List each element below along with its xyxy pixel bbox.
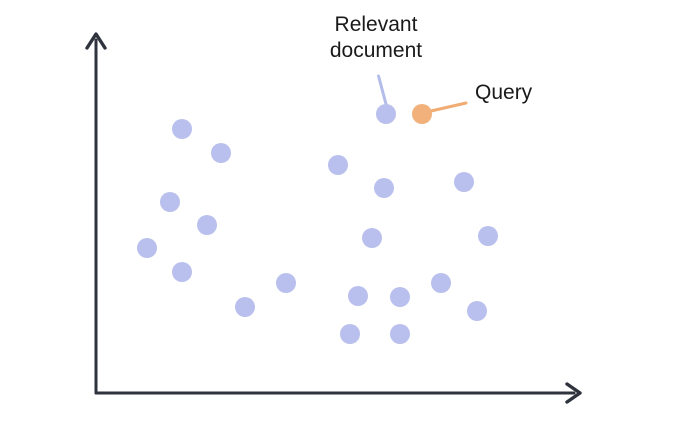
document-points [276, 273, 296, 293]
x-axis-arrowhead-icon [565, 382, 582, 404]
query-leader-line [429, 101, 468, 113]
y-axis-arrowhead-icon [85, 32, 107, 50]
document-points [390, 287, 410, 307]
document-points [374, 178, 394, 198]
query-label: Query [475, 81, 533, 104]
query-point [412, 104, 432, 124]
document-points [172, 119, 192, 139]
document-points [211, 143, 231, 163]
document-points [160, 192, 180, 212]
document-points [467, 301, 487, 321]
document-points [348, 286, 368, 306]
document-points [362, 228, 382, 248]
document-points [137, 238, 157, 258]
relevant-document-point [376, 104, 396, 124]
document-points [454, 172, 474, 192]
document-points [478, 226, 498, 246]
document-points [328, 155, 348, 175]
document-points [340, 324, 360, 344]
document-points [172, 262, 192, 282]
document-points [235, 297, 255, 317]
relevant-document-leader-line [377, 74, 388, 106]
relevant-document-label: Relevant document [329, 13, 423, 62]
document-points [431, 273, 451, 293]
y-axis [85, 32, 107, 395]
document-points [197, 215, 217, 235]
document-points [390, 324, 410, 344]
scatter-points [137, 104, 498, 344]
x-axis [94, 382, 582, 404]
